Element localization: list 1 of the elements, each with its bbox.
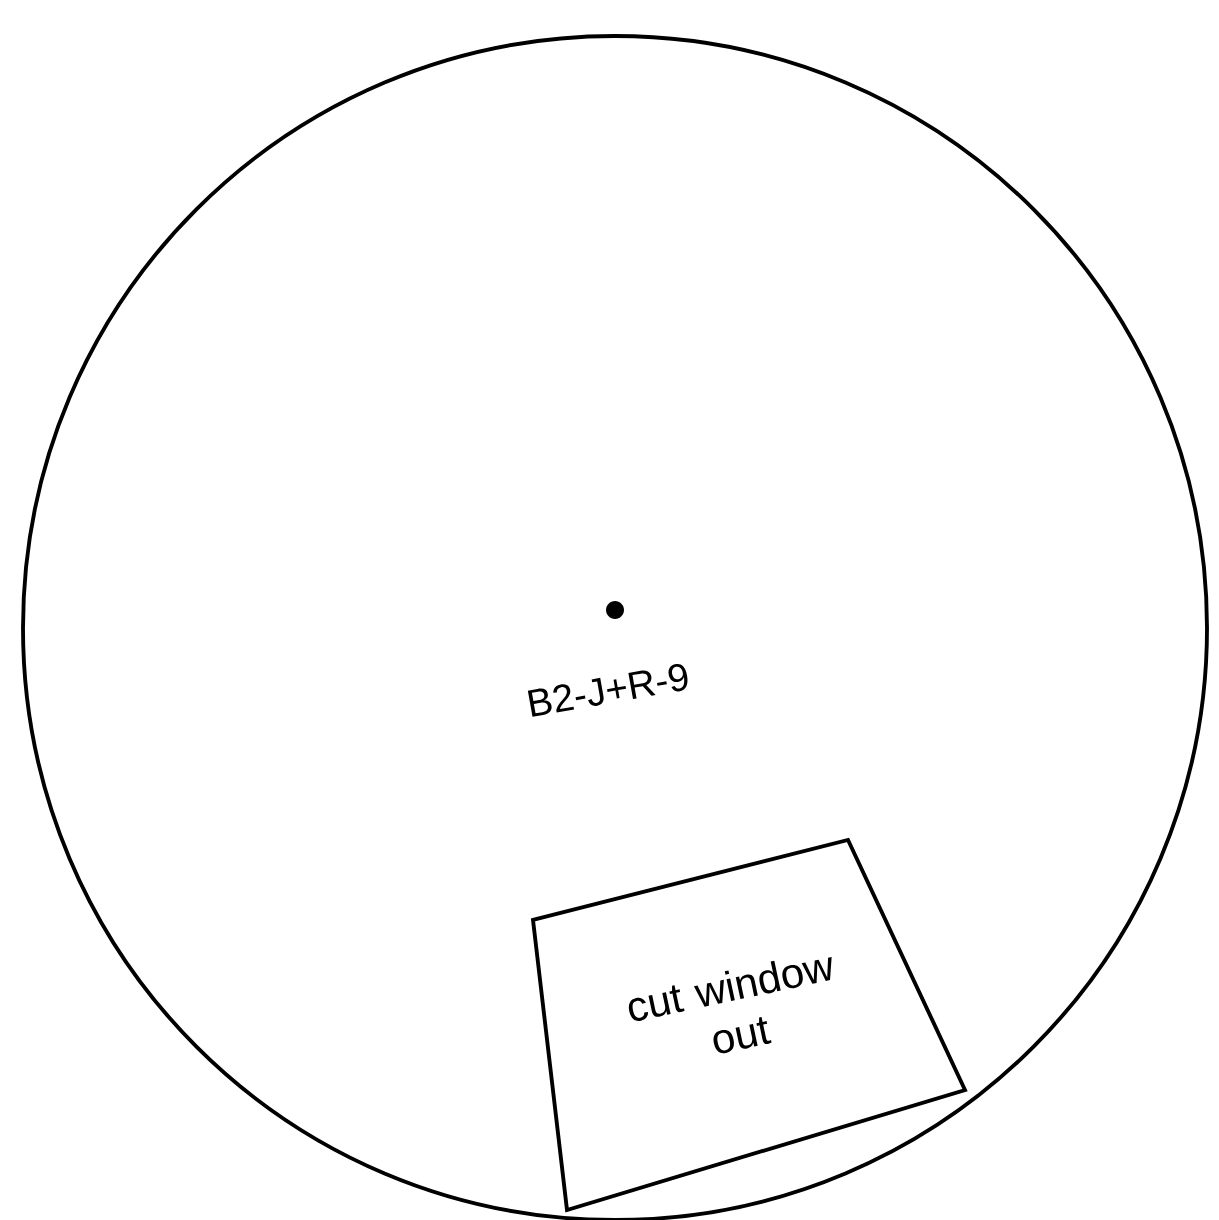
circle-label: B2-J+R-9 — [527, 663, 688, 717]
